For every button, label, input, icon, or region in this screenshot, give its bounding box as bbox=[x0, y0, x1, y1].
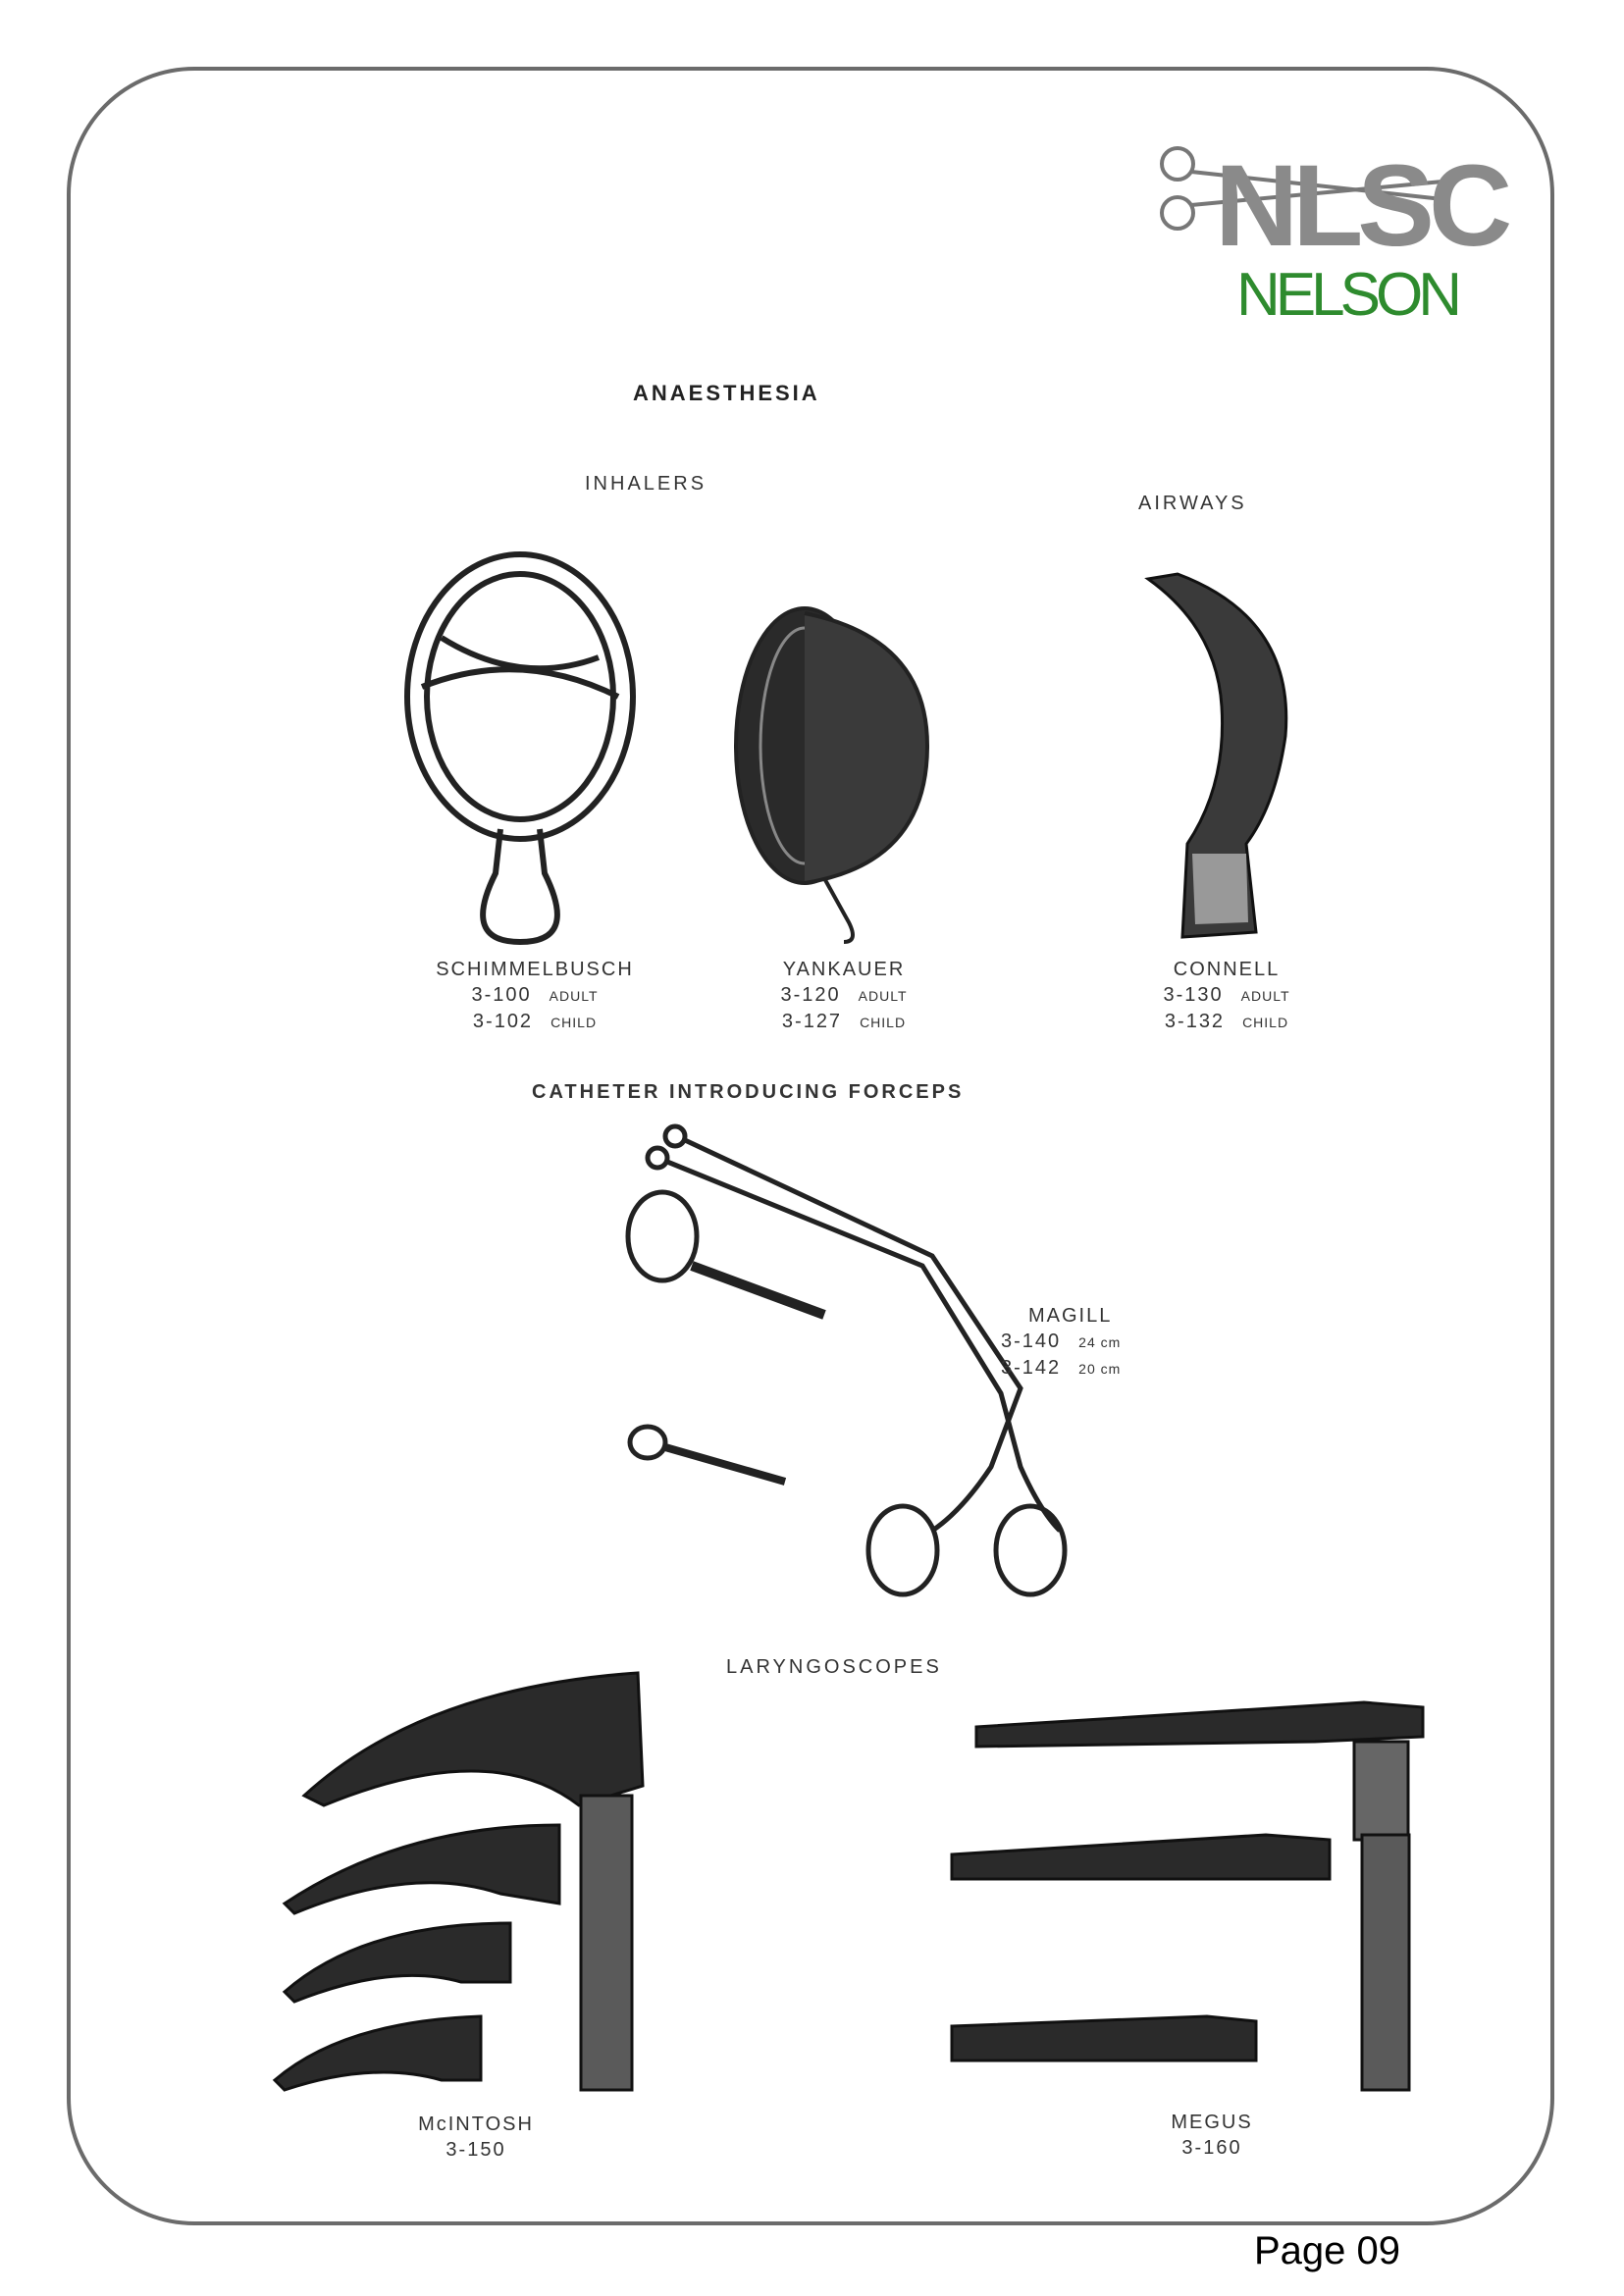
magill-code-row: 3-140 24 cm bbox=[1001, 1329, 1168, 1355]
size: ADULT bbox=[1240, 988, 1290, 1004]
size: CHILD bbox=[860, 1015, 907, 1030]
yankauer-code-row: 3-127 CHILD bbox=[746, 1009, 942, 1035]
connell-code-row: 3-132 CHILD bbox=[1128, 1009, 1325, 1035]
size: CHILD bbox=[1242, 1015, 1289, 1030]
page-frame bbox=[67, 67, 1554, 2225]
magill-code-row: 3-142 20 cm bbox=[1001, 1355, 1168, 1382]
connell-label: CONNELL 3-130 ADULT 3-132 CHILD bbox=[1128, 957, 1325, 1035]
megus-code: 3-160 bbox=[1181, 2137, 1242, 2159]
logo-wordmark: NELSON bbox=[1236, 261, 1462, 329]
code: 3-102 bbox=[472, 1011, 534, 1032]
schimmelbusch-label: SCHIMMELBUSCH 3-100 ADULT 3-102 CHILD bbox=[412, 957, 657, 1035]
code: 3-140 bbox=[1001, 1331, 1062, 1352]
size: 24 cm bbox=[1078, 1334, 1122, 1350]
yankauer-name: YANKAUER bbox=[782, 959, 906, 980]
yankauer-label: YANKAUER 3-120 ADULT 3-127 CHILD bbox=[746, 957, 942, 1035]
section-title: ANAESTHESIA bbox=[633, 381, 820, 405]
mcintosh-laryngoscope-illustration bbox=[272, 1671, 645, 2092]
svg-text:NLSC: NLSC bbox=[1215, 141, 1509, 271]
yankauer-code-row: 3-120 ADULT bbox=[746, 982, 942, 1009]
airways-heading: AIRWAYS bbox=[1138, 493, 1247, 514]
forceps-heading: CATHETER INTRODUCING FORCEPS bbox=[532, 1081, 965, 1103]
laryngoscopes-heading: LARYNGOSCOPES bbox=[726, 1656, 942, 1678]
megus-laryngoscope-illustration bbox=[950, 1700, 1425, 2092]
nlsc-monogram-logo: NLSC bbox=[1160, 141, 1515, 271]
magill-label: MAGILL 3-140 24 cm 3-142 20 cm bbox=[1001, 1303, 1168, 1382]
magill-name: MAGILL bbox=[1028, 1305, 1113, 1327]
code: 3-100 bbox=[471, 984, 532, 1006]
mcintosh-label: McINTOSH 3-150 bbox=[393, 2112, 559, 2163]
mcintosh-code: 3-150 bbox=[445, 2139, 506, 2161]
connell-name: CONNELL bbox=[1173, 959, 1281, 980]
code: 3-132 bbox=[1164, 1011, 1226, 1032]
megus-name: MEGUS bbox=[1171, 2112, 1253, 2133]
code: 3-142 bbox=[1001, 1357, 1062, 1379]
megus-label: MEGUS 3-160 bbox=[1128, 2110, 1295, 2161]
brand-logo: NLSC NELSON bbox=[1148, 123, 1515, 329]
size: CHILD bbox=[550, 1015, 598, 1030]
code: 3-130 bbox=[1163, 984, 1224, 1006]
connell-airway-illustration bbox=[1144, 572, 1288, 939]
schimmelbusch-name: SCHIMMELBUSCH bbox=[436, 959, 634, 980]
size: 20 cm bbox=[1078, 1361, 1122, 1377]
size: ADULT bbox=[549, 988, 599, 1004]
code: 3-120 bbox=[780, 984, 841, 1006]
schimmelbusch-code-row: 3-100 ADULT bbox=[412, 982, 657, 1009]
inhalers-heading: INHALERS bbox=[585, 473, 707, 495]
connell-code-row: 3-130 ADULT bbox=[1128, 982, 1325, 1009]
schimmelbusch-code-row: 3-102 CHILD bbox=[412, 1009, 657, 1035]
schimmelbusch-inhaler-illustration bbox=[404, 551, 636, 946]
code: 3-127 bbox=[781, 1011, 843, 1032]
yankauer-inhaler-illustration bbox=[734, 606, 930, 944]
mcintosh-name: McINTOSH bbox=[418, 2113, 534, 2135]
magill-forceps-illustration bbox=[625, 1123, 1068, 1597]
size: ADULT bbox=[858, 988, 908, 1004]
page-number: Page 09 bbox=[1254, 2229, 1401, 2272]
